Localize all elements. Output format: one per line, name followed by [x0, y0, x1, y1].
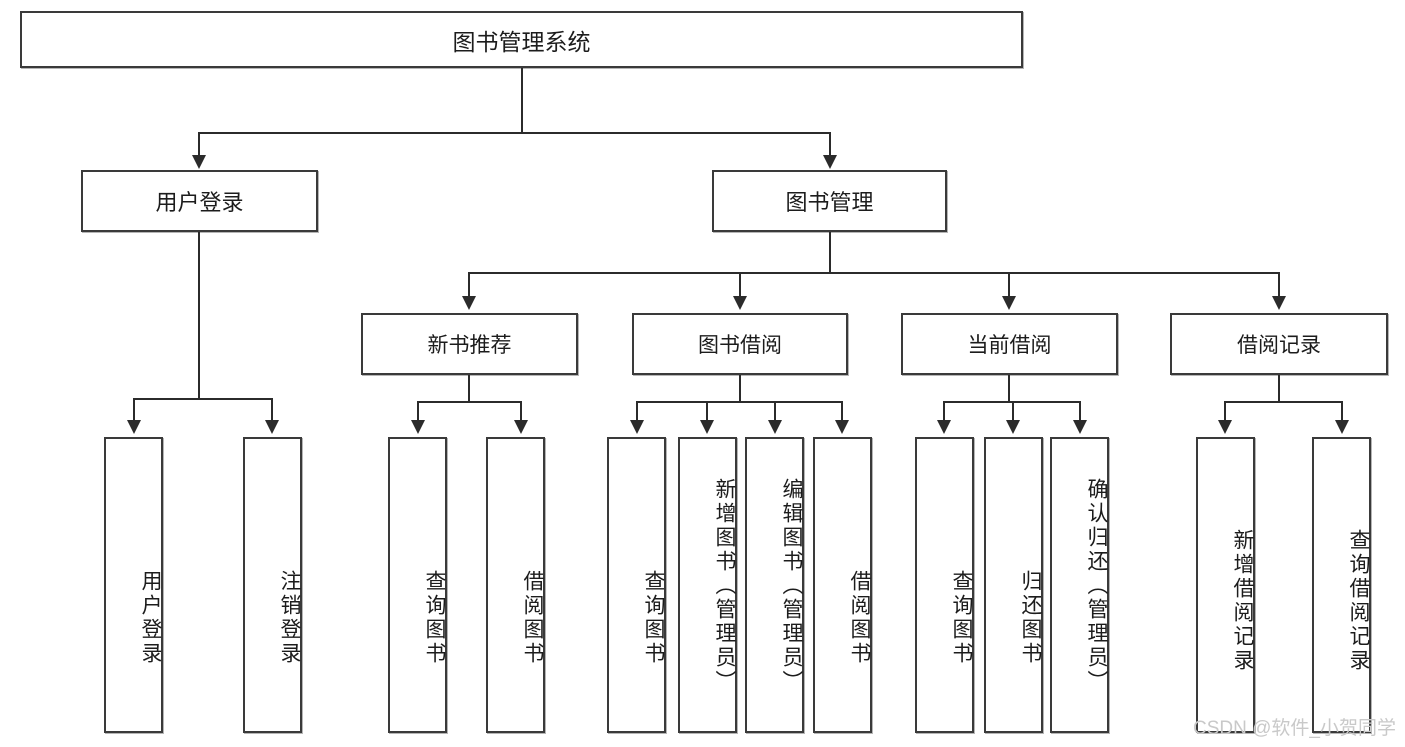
- arrowhead-to-borrow-record: [1272, 296, 1286, 310]
- arrowhead-leaf-query-book-3: [937, 420, 951, 434]
- node-label: 查询图书: [642, 570, 665, 666]
- node-book-management[interactable]: 图书管理: [712, 170, 947, 232]
- edge-borrow-record-stem: [1278, 375, 1280, 403]
- node-new-book-recommend[interactable]: 新书推荐: [361, 313, 578, 375]
- node-label: 新增借阅记录: [1231, 529, 1254, 673]
- edge-new-book-drop-1: [417, 401, 419, 422]
- arrowhead-leaf-edit-book: [768, 420, 782, 434]
- edge-borrow-record-drop-1: [1224, 401, 1226, 422]
- node-label: 图书管理系统: [452, 28, 591, 55]
- edge-user-login-bus: [133, 398, 271, 400]
- edge-book-borrow-drop-1: [636, 401, 638, 422]
- edge-root-bus: [198, 132, 830, 134]
- node-label: 借阅图书: [521, 570, 544, 666]
- edge-root-to-book-mgmt: [829, 132, 831, 157]
- edge-new-book-drop-2: [520, 401, 522, 422]
- edge-current-borrow-bus: [943, 401, 1080, 403]
- edge-book-mgmt-drop-2: [739, 272, 741, 298]
- node-label: 图书管理: [785, 190, 874, 215]
- node-label: 查询图书: [950, 570, 973, 666]
- leaf-add-book-admin[interactable]: 新增图书（管理员）: [678, 437, 737, 733]
- leaf-add-borrow-record[interactable]: 新增借阅记录: [1196, 437, 1255, 733]
- node-label: 当前借阅: [967, 334, 1052, 357]
- edge-user-login-stem: [198, 232, 200, 400]
- node-label: 确认归还（管理员）: [1085, 478, 1108, 694]
- edge-book-borrow-drop-4: [841, 401, 843, 422]
- csdn-watermark: CSDN @软件_小贺同学: [1193, 718, 1396, 739]
- edge-book-borrow-drop-3: [774, 401, 776, 422]
- leaf-user-login[interactable]: 用户登录: [104, 437, 163, 733]
- arrowhead-leaf-user-login: [127, 420, 141, 434]
- edge-book-borrow-drop-2: [706, 401, 708, 422]
- edge-user-login-drop-2: [271, 398, 273, 422]
- edge-new-book-bus: [417, 401, 521, 403]
- arrowhead-leaf-logout: [265, 420, 279, 434]
- edge-book-mgmt-drop-3: [1008, 272, 1010, 298]
- node-book-borrow[interactable]: 图书借阅: [632, 313, 848, 375]
- leaf-logout[interactable]: 注销登录: [243, 437, 302, 733]
- edge-book-borrow-bus: [636, 401, 843, 403]
- node-label: 归还图书: [1019, 570, 1042, 666]
- arrowhead-to-book-mgmt: [823, 155, 837, 169]
- node-borrow-record[interactable]: 借阅记录: [1170, 313, 1388, 375]
- node-label: 编辑图书（管理员）: [780, 478, 803, 694]
- leaf-edit-book-admin[interactable]: 编辑图书（管理员）: [745, 437, 804, 733]
- leaf-borrow-book[interactable]: 借阅图书: [813, 437, 872, 733]
- node-label: 注销登录: [278, 570, 301, 666]
- node-label: 用户登录: [139, 570, 162, 666]
- edge-current-borrow-stem: [1008, 375, 1010, 403]
- arrowhead-leaf-borrow-book-1: [514, 420, 528, 434]
- arrowhead-leaf-query-book-2: [630, 420, 644, 434]
- edge-root-stem: [521, 68, 523, 133]
- edge-book-mgmt-drop-4: [1278, 272, 1280, 298]
- edge-user-login-drop-1: [133, 398, 135, 422]
- node-current-borrow[interactable]: 当前借阅: [901, 313, 1118, 375]
- arrowhead-to-user-login: [192, 155, 206, 169]
- arrowhead-leaf-confirm-return: [1073, 420, 1087, 434]
- arrowhead-leaf-query-record: [1335, 420, 1349, 434]
- edge-current-borrow-drop-1: [943, 401, 945, 422]
- arrowhead-leaf-add-book: [700, 420, 714, 434]
- node-label: 查询图书: [423, 570, 446, 666]
- edge-current-borrow-drop-2: [1012, 401, 1014, 422]
- edge-root-to-user-login: [198, 132, 200, 157]
- arrowhead-leaf-query-book-1: [411, 420, 425, 434]
- arrowhead-leaf-borrow-book-2: [835, 420, 849, 434]
- node-root-system[interactable]: 图书管理系统: [20, 11, 1023, 68]
- node-label: 查询借阅记录: [1347, 529, 1370, 673]
- leaf-query-borrow-record[interactable]: 查询借阅记录: [1312, 437, 1371, 733]
- arrowhead-to-book-borrow: [733, 296, 747, 310]
- arrowhead-to-new-book: [462, 296, 476, 310]
- leaf-return-book[interactable]: 归还图书: [984, 437, 1043, 733]
- node-label: 用户登录: [155, 190, 244, 215]
- leaf-confirm-return-admin[interactable]: 确认归还（管理员）: [1050, 437, 1109, 733]
- edge-book-mgmt-stem: [829, 232, 831, 274]
- edge-book-mgmt-bus: [468, 272, 1280, 274]
- arrowhead-to-current-borrow: [1002, 296, 1016, 310]
- arrowhead-leaf-return-book: [1006, 420, 1020, 434]
- edge-current-borrow-drop-3: [1079, 401, 1081, 422]
- leaf-borrow-book-recommend[interactable]: 借阅图书: [486, 437, 545, 733]
- edge-new-book-stem: [468, 375, 470, 403]
- edge-book-borrow-stem: [739, 375, 741, 403]
- edge-borrow-record-drop-2: [1341, 401, 1343, 422]
- edge-borrow-record-bus: [1224, 401, 1342, 403]
- node-label: 新增图书（管理员）: [713, 478, 736, 694]
- node-label: 图书借阅: [698, 334, 782, 357]
- arrowhead-leaf-add-record: [1218, 420, 1232, 434]
- leaf-query-book-recommend[interactable]: 查询图书: [388, 437, 447, 733]
- node-label: 借阅图书: [848, 570, 871, 666]
- node-user-login[interactable]: 用户登录: [81, 170, 318, 232]
- leaf-query-book-borrow[interactable]: 查询图书: [607, 437, 666, 733]
- node-label: 借阅记录: [1237, 334, 1321, 357]
- edge-book-mgmt-drop-1: [468, 272, 470, 298]
- node-label: 新书推荐: [427, 334, 512, 357]
- leaf-query-book-current[interactable]: 查询图书: [915, 437, 974, 733]
